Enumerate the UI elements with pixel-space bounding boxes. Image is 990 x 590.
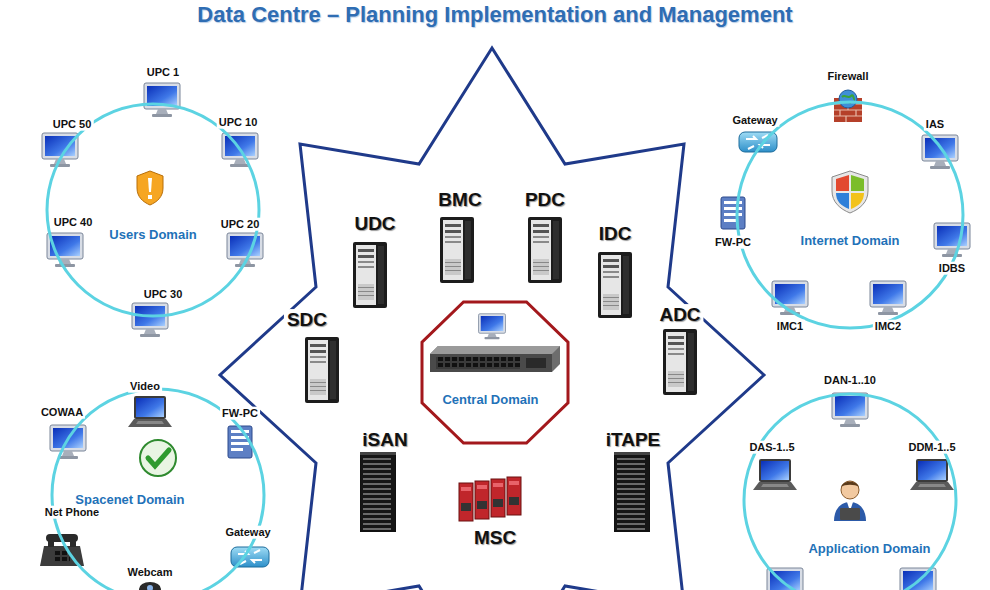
server-label: PDC	[522, 189, 568, 211]
ring-line	[744, 394, 956, 590]
domain-octagon: Central Domain	[420, 300, 570, 445]
node-outline	[420, 300, 570, 445]
device-label: IAS	[924, 118, 946, 131]
domain-label: Internet Domain	[799, 233, 902, 248]
node-outline	[735, 100, 965, 330]
server-label: BMC	[435, 189, 484, 211]
server-label: iTAPE	[603, 429, 664, 451]
device-label: UPC 1	[145, 66, 181, 79]
central-star	[220, 48, 764, 590]
device-label: Video	[128, 380, 162, 393]
device-label: UPC 20	[219, 218, 262, 231]
central-servers	[305, 217, 697, 532]
device-label: IMC1	[775, 320, 805, 333]
node-outline	[742, 392, 958, 590]
device-label: UPC 10	[217, 116, 260, 129]
device-label: FW-PC	[713, 236, 753, 249]
ring-line	[52, 389, 264, 590]
device-label: DDM-1..5	[906, 441, 957, 454]
domain-ring: Application Domain	[742, 392, 958, 590]
device-label: Firewall	[826, 70, 871, 83]
device-label: Gateway	[730, 114, 779, 127]
server-label: ADC	[656, 304, 703, 326]
domain-ring: Internet Domain	[735, 100, 965, 330]
domain-label: Spacenet Domain	[73, 492, 186, 507]
server-label: IDC	[596, 223, 635, 245]
device-label: FW-PC	[220, 407, 260, 420]
server-label: iSAN	[359, 429, 410, 451]
octagon-line	[422, 302, 568, 443]
domain-label: Users Domain	[107, 226, 198, 241]
ring-line	[47, 104, 259, 316]
ring-line	[737, 102, 963, 328]
device-label: DAN-1..10	[822, 374, 878, 387]
device-label: Webcam	[125, 566, 174, 579]
device-label: IDBS	[937, 262, 967, 275]
device-label: UPC 40	[52, 216, 95, 229]
page-title: Data Centre – Planning Implementation an…	[0, 2, 990, 28]
device-label: UPC 50	[51, 118, 94, 131]
device-label: DAS-1..5	[747, 441, 796, 454]
device-label: UPC 30	[142, 288, 185, 301]
device-label: COWAA	[39, 406, 85, 419]
domain-label: Central Domain	[440, 391, 540, 406]
device-label: IMC2	[873, 320, 903, 333]
device-label: Net Phone	[43, 506, 101, 519]
domain-ring: Users Domain	[45, 102, 261, 318]
device-label: Gateway	[223, 526, 272, 539]
server-label: UDC	[351, 213, 398, 235]
server-label: MSC	[471, 527, 519, 549]
domain-label: Application Domain	[806, 540, 932, 555]
user-monitors	[42, 83, 263, 337]
node-outline	[45, 102, 261, 318]
server-label: SDC	[284, 309, 330, 331]
